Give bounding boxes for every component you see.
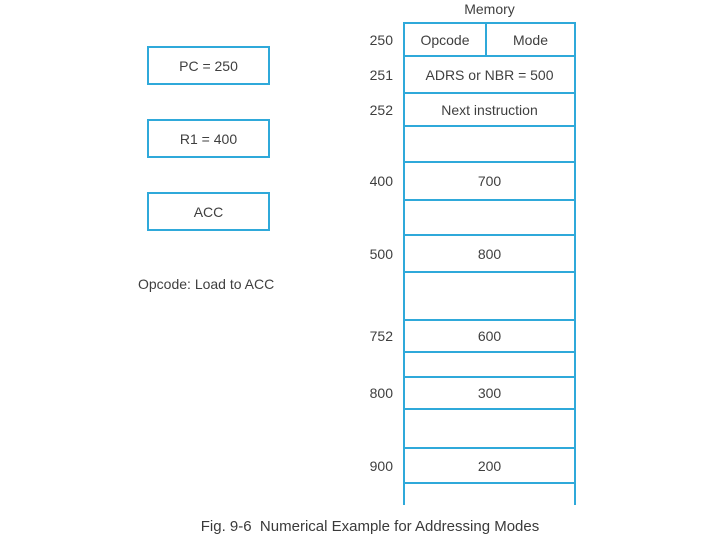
r1-register-box: R1 = 400	[147, 119, 270, 158]
memory-address-800: 800	[369, 385, 393, 401]
memory-row-blank	[405, 201, 574, 236]
memory-row-blank	[405, 410, 574, 449]
memory-row-blank-open	[405, 484, 574, 505]
memory-row-900: 900 200	[370, 449, 574, 484]
memory-value-900: 200	[477, 457, 502, 474]
memory-value-752: 600	[477, 328, 502, 344]
memory-address-252: 252	[369, 101, 393, 118]
memory-value-252: Next instruction	[441, 101, 538, 118]
memory-row-251: 251 ADRS or NBR = 500	[370, 57, 574, 94]
memory-row-400: 400 700	[370, 163, 574, 201]
pc-register-label: PC = 250	[179, 57, 238, 74]
memory-cell-opcode: Opcode	[405, 24, 487, 55]
memory-value-400: 700	[477, 173, 502, 189]
r1-register-label: R1 = 400	[179, 130, 238, 147]
memory-table: 250 Opcode Mode 251 ADRS or NBR = 500 25…	[370, 22, 576, 505]
memory-row-752: 752 600	[370, 321, 574, 353]
memory-address-500: 500	[369, 245, 393, 262]
memory-row-800: 800 300	[370, 378, 574, 410]
memory-cell-mode: Mode	[512, 31, 549, 48]
memory-row-blank	[405, 353, 574, 378]
memory-address-250: 250	[369, 31, 393, 48]
memory-row-blank	[405, 273, 574, 321]
memory-value-800: 300	[477, 385, 502, 401]
opcode-note: Opcode: Load to ACC	[138, 276, 275, 292]
pc-register-box: PC = 250	[147, 46, 270, 85]
memory-row-500: 500 800	[370, 236, 574, 273]
acc-register-label: ACC	[193, 203, 224, 220]
memory-address-251: 251	[369, 66, 393, 83]
figure-caption: Fig. 9-6 Numerical Example for Addressin…	[200, 518, 540, 535]
memory-address-752: 752	[369, 328, 393, 344]
memory-row-250: 250 Opcode Mode	[370, 24, 574, 57]
memory-value-251: ADRS or NBR = 500	[425, 66, 554, 83]
memory-value-500: 800	[477, 245, 502, 262]
acc-register-box: ACC	[147, 192, 270, 231]
memory-address-400: 400	[369, 173, 393, 189]
memory-row-252: 252 Next instruction	[370, 94, 574, 127]
memory-title: Memory	[464, 1, 515, 17]
memory-row-blank	[405, 127, 574, 163]
memory-address-900: 900	[369, 457, 393, 474]
